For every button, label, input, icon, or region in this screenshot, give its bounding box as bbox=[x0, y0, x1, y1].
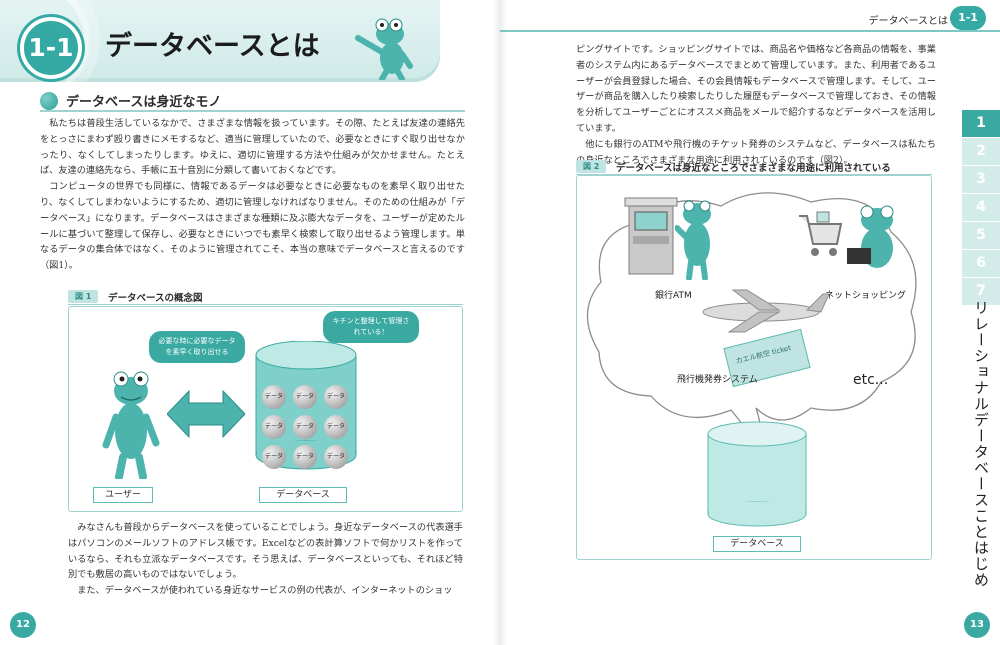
running-head: データベースとは bbox=[868, 16, 949, 27]
data-cell: データ bbox=[293, 385, 317, 409]
frog-atm-illustration bbox=[675, 200, 711, 280]
speech-bubble-left: 必要な時に必要なデータを素早く取り出せる bbox=[149, 331, 245, 363]
body-text-1: 私たちは普段生活しているなかで、さまざまな情報を扱っています。その際、たとえば友… bbox=[40, 116, 465, 274]
data-cell: データ bbox=[293, 415, 317, 439]
figure1-box: 必要な時に必要なデータを素早く取り出せる キチンと整理して管理されている！ デー… bbox=[68, 306, 463, 512]
label-atm: 銀行ATM bbox=[655, 291, 692, 301]
frog-shopping-illustration bbox=[847, 205, 894, 268]
paragraph: コンピュータの世界でも同様に、情報であるデータは必要なときに必要なものを素早く取… bbox=[40, 181, 465, 272]
section-heading: データベースは身近なモノ bbox=[40, 90, 465, 112]
data-cell: データ bbox=[293, 445, 317, 469]
chapter-tab-2[interactable]: 2 bbox=[962, 138, 1000, 165]
page-number-right: 13 bbox=[964, 612, 990, 638]
figure1-title: データベースの概念図 bbox=[108, 293, 203, 304]
database-cylinder-icon bbox=[707, 421, 807, 527]
chapter-title: データベースとは bbox=[105, 31, 320, 62]
book-gutter bbox=[493, 0, 507, 645]
shopping-cart-icon bbox=[799, 211, 843, 256]
double-arrow-icon bbox=[167, 389, 245, 439]
chapter-tab-6[interactable]: 6 bbox=[962, 250, 1000, 277]
label-database: データベース bbox=[713, 536, 801, 552]
running-header: データベースとは 1-1 bbox=[500, 0, 1000, 35]
section-bullet-icon bbox=[40, 92, 58, 110]
section-heading-text: データベースは身近なモノ bbox=[66, 95, 222, 110]
chapter-tab-4[interactable]: 4 bbox=[962, 194, 1000, 221]
data-cell: データ bbox=[262, 385, 286, 409]
label-database: データベース bbox=[259, 487, 347, 503]
ticket-text: カエル航空 ticket bbox=[734, 344, 792, 366]
body-text-2: みなさんも普段からデータベースを使っていることでしょう。身近なデータベースの代表… bbox=[68, 520, 463, 599]
figure2-title: データベースは身近なところでさまざまな用途に利用されている bbox=[616, 163, 891, 174]
paragraph: また、データベースが使われている身近なサービスの例の代表が、インターネットのショ… bbox=[77, 585, 453, 597]
label-ticket-system: 飛行機発券システム bbox=[677, 375, 758, 385]
chapter-tab-1[interactable]: 1 bbox=[962, 110, 1000, 137]
frog-user-illustration bbox=[102, 371, 160, 479]
vertical-chapter-title: リレーショナルデータベースことはじめ bbox=[972, 300, 990, 588]
chapter-tab-7[interactable]: 7 bbox=[962, 278, 1000, 305]
page-number-left: 12 bbox=[10, 612, 36, 638]
figure2-number: 図 2 bbox=[576, 160, 607, 173]
section-badge: 1-1 bbox=[950, 6, 986, 30]
figure1-caption: 図 1 データベースの概念図 bbox=[68, 290, 463, 305]
chapter-tab-5[interactable]: 5 bbox=[962, 222, 1000, 249]
frog-pointing-illustration bbox=[355, 18, 413, 80]
speech-bubble-right: キチンと整理して管理されている！ bbox=[323, 311, 419, 343]
chapter-header: 1-1 データベースとは bbox=[0, 0, 440, 100]
right-page: データベースとは 1-1 ピングサイトです。ショッピングサイトでは、商品名や価格… bbox=[500, 0, 1000, 645]
left-page: 1-1 データベースとは データベースは身近なモノ 私たちは普段生活しているなか… bbox=[0, 0, 465, 638]
figure2-caption: 図 2 データベースは身近なところでさまざまな用途に利用されている bbox=[576, 160, 932, 175]
atm-illustration bbox=[624, 197, 678, 275]
label-shopping: ネットショッピング bbox=[825, 291, 907, 301]
data-cell: データ bbox=[324, 445, 348, 469]
data-cell: データ bbox=[324, 415, 348, 439]
airplane-icon bbox=[702, 289, 830, 333]
paragraph: 私たちは普段生活しているなかで、さまざまな情報を扱っています。その際、たとえば友… bbox=[40, 118, 465, 177]
figure2-box: 銀行ATM ネットショッピング カエル航空 ticket 飛行機発券システム e… bbox=[576, 175, 932, 560]
paragraph: ピングサイトです。ショッピングサイトでは、商品名や価格など各商品の情報を、事業者… bbox=[576, 44, 936, 134]
data-cell: データ bbox=[262, 415, 286, 439]
chapter-tab-3[interactable]: 3 bbox=[962, 166, 1000, 193]
chapter-tabs: 1 2 3 4 5 6 7 bbox=[962, 110, 1000, 306]
data-cell: データ bbox=[324, 385, 348, 409]
figure1-number: 図 1 bbox=[68, 290, 99, 303]
header-rule bbox=[500, 30, 1000, 32]
body-text-3: ピングサイトです。ショッピングサイトでは、商品名や価格など各商品の情報を、事業者… bbox=[576, 42, 936, 168]
label-user: ユーザー bbox=[93, 487, 153, 503]
paragraph: みなさんも普段からデータベースを使っていることでしょう。身近なデータベースの代表… bbox=[68, 522, 463, 581]
chapter-badge: 1-1 bbox=[20, 17, 82, 79]
data-grid: データ データ データ データ データ データ データ データ データ bbox=[262, 385, 354, 469]
data-cell: データ bbox=[262, 445, 286, 469]
paragraph: 他にも銀行のATMや飛行機のチケット発券のシステムなど、データベースは私たちの身… bbox=[576, 138, 936, 166]
label-etc: etc... bbox=[853, 372, 889, 388]
